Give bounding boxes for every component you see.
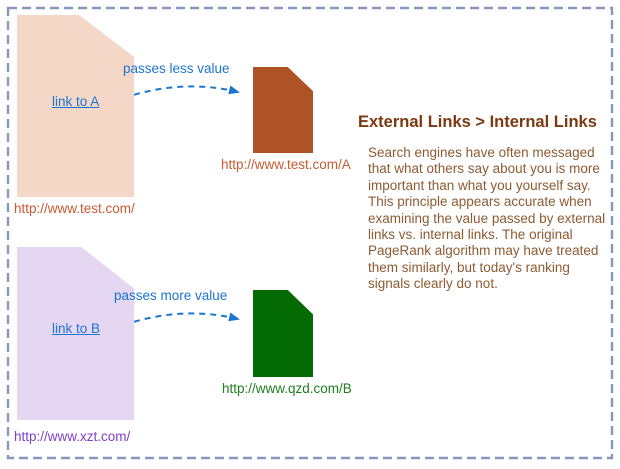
- source-page-b-url: http://www.xzt.com/: [14, 429, 131, 444]
- link-to-a[interactable]: link to A: [52, 94, 100, 109]
- source-page-b-shape: [17, 247, 134, 420]
- source-page-a-shape: [17, 15, 134, 197]
- arrow-b-label: passes more value: [114, 288, 228, 303]
- panel-body-text: Search engines have often messaged that …: [368, 145, 606, 292]
- target-page-a-url: http://www.test.com/A: [221, 157, 351, 172]
- link-to-b[interactable]: link to B: [52, 321, 101, 336]
- target-page-b-url: http://www.qzd.com/B: [222, 381, 352, 396]
- panel-heading: External Links > Internal Links: [358, 113, 597, 131]
- arrow-a-label: passes less value: [123, 61, 230, 76]
- target-page-b-shape: [253, 290, 313, 377]
- target-page-a-shape: [253, 67, 313, 153]
- source-page-a-url: http://www.test.com/: [14, 201, 135, 216]
